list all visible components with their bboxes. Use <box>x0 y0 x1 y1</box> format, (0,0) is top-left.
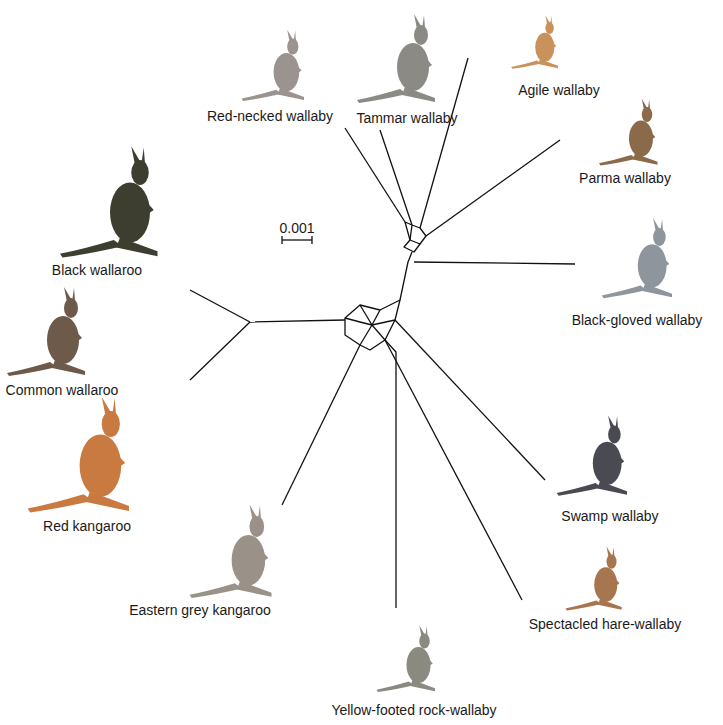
species-label: Black wallaroo <box>52 262 142 279</box>
scale-bar <box>282 236 312 244</box>
spectacled-hare-wallaby-figure <box>565 546 621 610</box>
species-label: Eastern grey kangaroo <box>129 602 271 619</box>
parma-wallaby-figure <box>599 99 658 166</box>
species-label: Parma wallaby <box>579 170 671 187</box>
red-kangaroo-figure <box>28 397 129 513</box>
tammar-wallaby-figure <box>357 14 435 103</box>
scale-label: 0.001 <box>279 220 314 237</box>
species-label: Spectacled hare-wallaby <box>529 616 682 633</box>
species-label: Agile wallaby <box>518 82 600 99</box>
agile-wallaby-figure <box>511 15 558 68</box>
yellow-footed-rock-wallaby-figure <box>377 625 436 692</box>
species-label: Tammar wallaby <box>356 110 457 127</box>
eastern-grey-kangaroo-figure <box>190 504 272 597</box>
species-label: Yellow-footed rock-wallaby <box>331 702 496 719</box>
black-gloved-wallaby-figure <box>602 218 672 298</box>
species-label: Swamp wallaby <box>561 508 658 525</box>
species-label: Red kangaroo <box>43 518 131 535</box>
red-necked-wallaby-figure <box>242 30 304 101</box>
swamp-wallaby-figure <box>557 416 627 496</box>
species-label: Red-necked wallaby <box>207 108 333 125</box>
network-branches <box>190 58 575 608</box>
common-wallaroo-figure <box>7 287 85 376</box>
black-wallaroo-figure <box>60 146 158 257</box>
species-illustrations <box>7 14 672 692</box>
species-label: Black-gloved wallaby <box>572 312 703 329</box>
species-label: Common wallaroo <box>6 382 119 399</box>
